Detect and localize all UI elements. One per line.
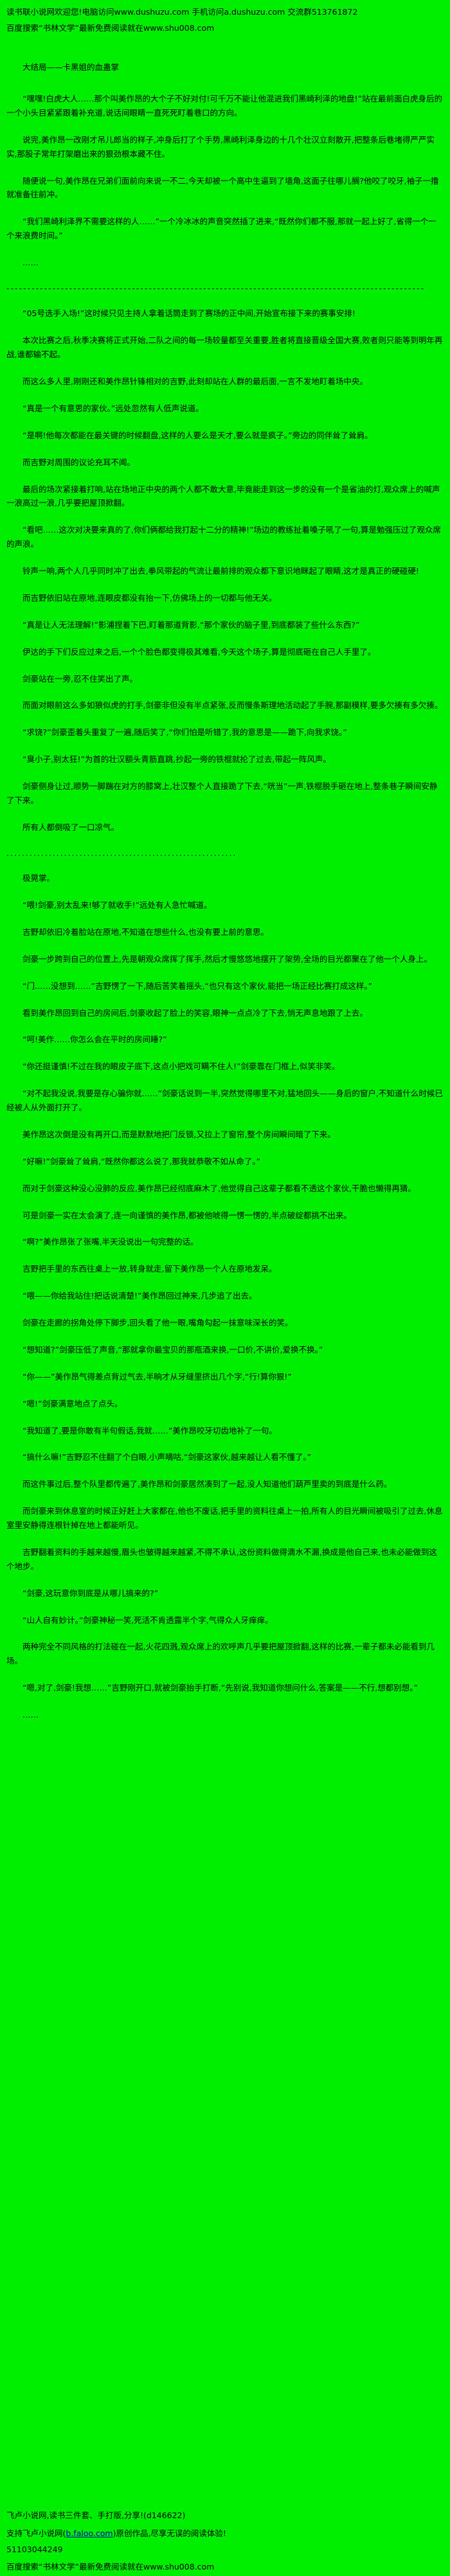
- paragraph: 而这么多人里,刚刚还和美作昂针锋相对的吉野,此刻却站在人群的最后面,一言不发地盯…: [22, 377, 368, 386]
- paragraph: “嗯,对了,剑豪!我想……”吉野刚开口,就被剑豪抬手打断,“先别说,我知道你想问…: [22, 1683, 418, 1693]
- scene-divider: ----------------------------------------…: [6, 283, 426, 293]
- paragraph: “好嘛!”剑豪耸了耸肩,“既然你都这么说了,那我就恭敬不如从命了。”: [22, 1156, 261, 1166]
- baidu-search-notice-top: 百度搜索“书林文学”最新免费阅读就在www.shu008.com: [6, 23, 215, 33]
- paragraph: “剑豪,这玩意你到底是从哪儿搞来的?”: [22, 1588, 159, 1598]
- paragraph: 看到美作昂回到自己的房间后,剑豪收起了脸上的笑容,眼神一点点冷了下去,悄无声息地…: [22, 1008, 368, 1018]
- faloo-link[interactable]: b.faloo.com: [66, 2528, 113, 2538]
- paragraph: 剑豪一步跨到自己的位置上,先是朝观众席挥了挥手,然后才慢悠悠地摆开了架势,全场的…: [22, 954, 432, 964]
- paragraph: 美作昂这次倒是没有再开口,而是默默地把门反锁,又拉上了窗帘,整个房间瞬间暗了下来…: [22, 1129, 336, 1139]
- paragraph: 随便说一句,美作昂在兄弟们面前向来说一不二,今天却被一个高中生逼到了墙角,这面子…: [6, 175, 439, 200]
- paragraph: “是啊!他每次都能在最关键的时候翻盘,这样的人要么是天才,要么就是疯子。”旁边的…: [22, 430, 373, 440]
- paragraph: “啊?”美作昂张了张嘴,半天没说出一句完整的话。: [22, 1237, 199, 1247]
- paragraph: “臭小子,别太狂!”为首的壮汉额头青筋直跳,抄起一旁的铁棍就抡了过去,带起一阵风…: [22, 754, 331, 765]
- paragraph: “对不起我没说,我要是存心骗你就……”剑豪话说到一半,突然觉得哪里不对,猛地回头…: [6, 1088, 443, 1112]
- paragraph: 最后的场次紧接着打响,站在场地正中央的两个人都不敢大意,毕竟能走到这一步的没有一…: [6, 484, 440, 508]
- paragraph: 剑豪侧身让过,顺势一脚踹在对方的膝窝上,壮汉整个人直接跪了下去,“咣当”一声,铁…: [6, 781, 438, 805]
- paragraph: 说完,美作昂一改刚才吊儿郎当的样子,冲身后打了个手势,黑崎利泽身边的十几个壮汉立…: [6, 134, 435, 159]
- paragraph: “想知道?”剑豪压低了声音,“那就拿你最宝贝的那瓶酒来换,一口价,不讲价,爱换不…: [22, 1344, 323, 1355]
- paragraph: 所有人都倒吸了一口凉气。: [22, 822, 120, 832]
- page-footer: 飞卢小说网,读书三件套、手打版,分享!(d146622) 支持飞卢小说网(b.f…: [6, 2503, 444, 2572]
- paragraph: “真是一个有意思的家伙。”远处忽然有人低声说道。: [22, 403, 204, 413]
- faloo-support-prefix: 支持飞卢小说网(: [6, 2528, 66, 2538]
- paragraph: “看吧……这次对决要来真的了,你们俩都给我打起十二分的精神!”场边的教练扯着嗓子…: [6, 525, 441, 549]
- scene-divider: ........................................…: [6, 848, 237, 858]
- paragraph: “呵!美作……你怎么会在平时的房间睡?”: [22, 1035, 167, 1045]
- paragraph: “门……没想到……”吉野愣了一下,随后苦笑着摇头,“也只有这个家伙,能把一场正经…: [22, 981, 373, 991]
- faloo-support-line: 支持飞卢小说网(b.faloo.com)原创作品,尽享无误的阅读体验!: [6, 2527, 444, 2539]
- paragraph: “我知道了,要是你敢有半句假话,我就……”美作昂咬牙切齿地补了一句。: [22, 1425, 277, 1435]
- paragraph: 而剑豪来到休息室的时候正好赶上大家都在,他也不废话,把手里的资料往桌上一拍,所有…: [6, 1506, 443, 1530]
- baidu-search-notice-bottom: 百度搜索“书林文学”最新免费阅读就在www.shu008.com: [6, 2562, 215, 2572]
- paragraph: 而面对眼前这么多如狼似虎的打手,剑豪非但没有半点紧张,反而慢条斯理地活动起了手腕…: [22, 700, 443, 711]
- paragraph: 而吉野对周围的议论充耳不闻。: [22, 457, 136, 467]
- site-notice-top: 读书联小说网欢迎您!电脑访问www.dushuzu.com 手机访问a.dush…: [6, 7, 358, 17]
- paragraph: 而对于剑豪这种没心没肺的反应,美作昂已经彻底麻木了,他觉得自己这辈子都看不透这个…: [22, 1183, 416, 1193]
- paragraph: “搞什么嘛!”吉野忍不住翻了个白眼,小声嘀咕,“剑豪这家伙,越来越让人看不懂了。…: [22, 1452, 312, 1462]
- paragraph: “嘿嘿!白虎大人……那个叫美作昂的大个子不好对付!可千万不能让他混进我们黑崎利泽…: [6, 94, 442, 118]
- paragraph: ……: [22, 258, 39, 267]
- paragraph: “05号选手入场!”这时候只见主持人拿着话筒走到了赛场的正中间,开始宣布接下来的…: [22, 308, 356, 319]
- paragraph: 剑豪站在一旁,忍不住笑出了声。: [22, 673, 138, 684]
- paragraph: 两种完全不同风格的打法碰在一起,火花四溅,观众席上的欢呼声几乎要把屋顶掀翻,这样…: [6, 1642, 435, 1666]
- paragraph: 吉野把手里的东西往桌上一放,转身就走,留下美作昂一个人在原地发呆。: [22, 1264, 277, 1274]
- faloo-support-suffix: )原创作品,尽享无误的阅读体验!: [113, 2528, 226, 2538]
- chapter-body: “嘿嘿!白虎大人……那个叫美作昂的大个子不好对付!可千万不能让他混进我们黑崎利泽…: [6, 92, 444, 1735]
- paragraph: 铃声一响,两个人几乎同时冲了出去,拳风带起的气流让最前排的观众都下意识地眯起了眼…: [22, 566, 419, 576]
- paragraph: 本次比赛之后,秋季决赛将正式开始,二队之间的每一场较量都至关重要,胜者将直接晋级…: [6, 335, 443, 360]
- paragraph: “求饶?”剑豪歪着头重复了一遍,随后笑了,“你们怕是听错了,我的意思是——跪下,…: [22, 727, 347, 738]
- footer-code-number: 51103044249: [6, 2545, 63, 2554]
- paragraph: 而这件事过后,整个队里都传遍了,美作昂和剑豪居然凑到了一起,没人知道他们葫芦里卖…: [22, 1479, 392, 1489]
- paragraph: 吉野却依旧冷着脸站在原地,不知道在想些什么,也没有要上前的意思。: [22, 927, 269, 937]
- paragraph: “我们黑崎利泽界不需要这样的人……”一个冷冰冰的声音突然插了进来,“既然你们都不…: [6, 217, 437, 241]
- paragraph: 可是剑豪一实在太会演了,连一向谨慎的美作昂,都被他唬得一愣一愣的,半点破绽都挑不…: [22, 1210, 352, 1220]
- paragraph: “你还挺谨慎!不过在我的眼皮子底下,这点小把戏可瞒不住人!”剑豪靠在门框上,似笑…: [22, 1061, 340, 1072]
- paragraph: “喂——你给我站住!把话说清楚!”美作昂回过神来,几步追了出去。: [22, 1291, 257, 1301]
- paragraph: 吉野翻着资料的手越来越慢,眉头也皱得越来越紧,不得不承认,这份资料做得滴水不漏,…: [6, 1547, 437, 1571]
- paragraph: “喂!剑豪,别太乱来!够了就收手!”远处有人急忙喊道。: [22, 900, 212, 910]
- paragraph: “真是让人无法理解!”影浦捏着下巴,盯着那道背影,“那个家伙的脑子里,到底都装了…: [22, 619, 360, 630]
- paragraph: “你——”美作昂气得差点背过气去,半晌才从牙缝里挤出几个字,“行!算你狠!”: [22, 1371, 292, 1381]
- paragraph: 剑豪在走廊的拐角处停下脚步,回头看了他一眼,嘴角勾起一抹意味深长的笑。: [22, 1318, 293, 1328]
- paragraph: “山人自有妙计。”剑豪神秘一笑,死活不肯透露半个字,气得众人牙痒痒。: [22, 1615, 273, 1625]
- faloo-share-line: 飞卢小说网,读书三件套、手打版,分享!(d146622): [6, 2510, 186, 2520]
- paragraph: 伊达的手下们反应过来之后,一个个脸色都变得极其难看,今天这个场子,算是彻底砸在自…: [22, 646, 376, 657]
- paragraph: 而吉野依旧站在原地,连眼皮都没有抬一下,仿佛场上的一切都与他无关。: [22, 592, 277, 603]
- paragraph: 极晃掌。: [22, 873, 55, 884]
- chapter-title: 大结局——卡黑姐的血蛊掌: [22, 62, 120, 72]
- paragraph: ……: [22, 1710, 39, 1719]
- paragraph: “嗯!”剑豪满意地点了点头。: [22, 1398, 123, 1408]
